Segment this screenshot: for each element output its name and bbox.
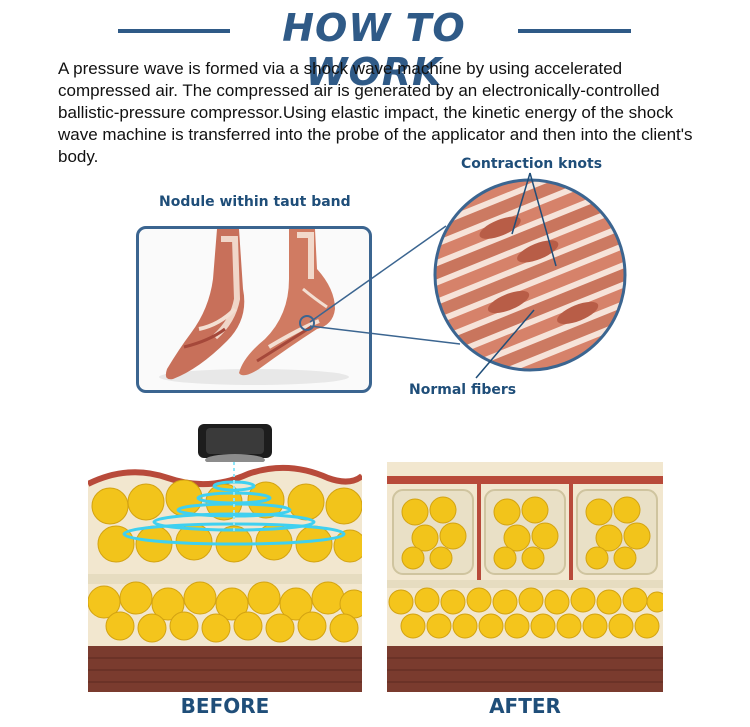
before-panel [88,462,362,692]
zoom-line-bottom [309,325,461,345]
title-divider-left [118,29,230,33]
description-text: A pressure wave is formed via a shock wa… [58,59,693,166]
before-label: BEFORE [180,694,270,718]
foot-illustration [136,226,372,393]
zoom-line-top [309,225,447,323]
title-row: HOW TO WORK [0,6,750,94]
feet-anatomy-image [159,229,349,385]
after-panel [387,462,663,692]
magnifier-circle [433,178,627,372]
contraction-knots-label: Contraction knots [461,156,603,172]
pointer-contraction-1 [511,172,531,235]
muscle-fibers-magnified [435,180,625,370]
title-divider-right [518,29,631,33]
after-tissue-image [387,462,663,692]
page-title: HOW TO WORK [282,6,466,94]
pointer-contraction-2 [529,172,557,267]
pointer-normal-fibers [475,309,535,379]
before-tissue-image [88,462,362,692]
nodule-label: Nodule within taut band [159,194,351,210]
normal-fibers-label: Normal fibers [409,382,517,398]
shockwave-applicator-icon [198,424,272,466]
after-label: AFTER [489,694,561,718]
